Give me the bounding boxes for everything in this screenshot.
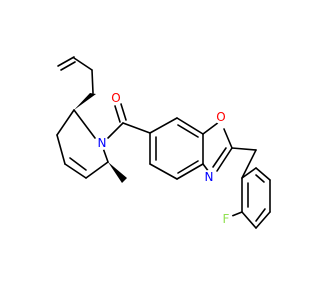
bond-bz-c7-c7a [176,117,204,135]
label-ring-oxygen: O [216,110,225,124]
bond-ph-c5-c6 [255,167,271,181]
bond-ph-c5-c6-inner [255,174,265,183]
atom-amide-nitrogen: N [95,136,109,150]
bond-allyl-ch2 [91,69,94,94]
bond-ph-c6-c1 [241,167,257,179]
atom-ring-nitrogen: N [202,170,216,184]
bond-allyl-vinyl-double-a [57,56,75,67]
bond-n-carbonyl [107,122,124,139]
atom-carbonyl-oxygen: O [109,91,123,105]
bond-ring-c2-c3 [56,109,75,136]
label-carbonyl-oxygen: O [111,91,120,105]
bond-ring-n-c2 [73,109,96,139]
bond-carbonyl-aryl [122,122,151,134]
bond-ph-c2-c3 [241,211,257,229]
bond-ox-o-c2 [223,128,233,149]
bond-ring-c4-c5-inner [69,157,87,171]
molecule-structure-diagram: O N O N F [56,56,271,229]
bond-ph-c3-c4-inner [255,208,266,222]
bond-ph-c2-f [231,211,243,217]
atom-fluorine: F [219,212,233,226]
benzoxazole-oxazole-ring [202,121,233,173]
stereo-wedge-bond-allyl [74,93,96,110]
bond-carbonyl-double-a [114,105,121,123]
label-amide-nitrogen: N [98,136,107,150]
atom-ring-oxygen: O [214,110,228,124]
bond-ox-c7a-o [202,121,220,135]
bond-bz-c4-c5 [149,163,178,180]
bond-ring-c5-c6 [85,161,109,179]
bond-ox-c2-n [216,147,233,172]
bond-bz-c7-c7a-inner [177,124,199,138]
allyl-group [57,56,94,94]
fluorophenyl-ring [231,167,271,229]
bond-allyl-ch [73,57,93,71]
bond-c2-ch2 [231,147,257,151]
benzoxazole-benzene-ring [149,117,204,180]
bond-bz-c6-c7 [149,117,178,134]
bond-ring-c3-c4 [56,134,66,165]
bond-ox-c2-n-inner [212,147,227,168]
bond-ch2-phenyl [241,149,257,179]
tetrahydropyridine-ring [56,109,109,179]
label-fluorine: F [223,212,230,226]
bond-ring-c6-n [102,147,109,163]
stereo-wedge-bond-methyl [108,162,127,183]
bond-carbonyl-double-b [120,103,127,121]
bond-bz-c3a-c4-inner [177,160,199,174]
bond-bz-c3a-c4 [176,163,204,180]
carbonyl-group [107,103,151,139]
bond-ph-c3-c4 [255,211,271,229]
bond-ring-c4-c5 [64,163,87,179]
label-ring-nitrogen: N [205,170,214,184]
bond-allyl-vinyl-double-b [60,61,76,71]
